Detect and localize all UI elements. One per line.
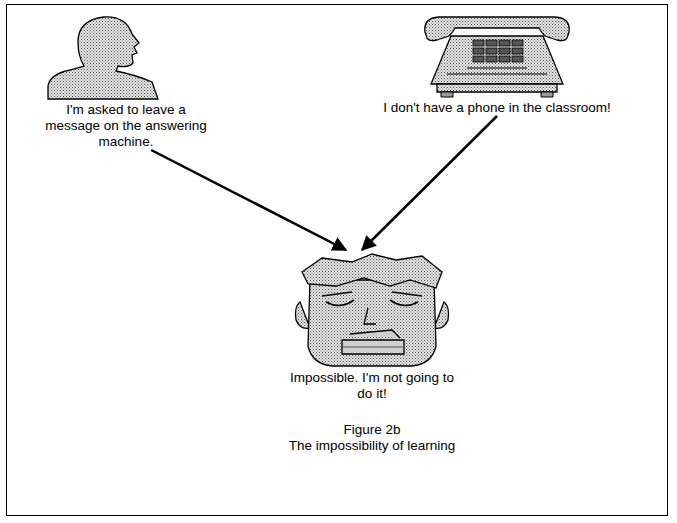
node-text: I don't have a phone in the classroom! xyxy=(372,100,622,116)
person-silhouette xyxy=(42,12,167,100)
arrow-connector xyxy=(362,116,497,250)
frowning-face xyxy=(292,250,452,368)
telephone-icon xyxy=(417,12,577,98)
arrow-connector xyxy=(151,150,346,250)
node-text: I'm asked to leave a message on the answ… xyxy=(42,102,210,150)
figure-caption: The impossibility of learning xyxy=(242,438,502,454)
node-text: Impossible. I'm not going to do it! xyxy=(287,370,457,402)
illustrated-node: Impossible. I'm not going to do it! xyxy=(272,250,472,402)
illustrated-node: I don't have a phone in the classroom! xyxy=(372,12,622,116)
figure-number: Figure 2b xyxy=(272,422,472,438)
illustrated-node: I'm asked to leave a message on the answ… xyxy=(42,12,210,150)
